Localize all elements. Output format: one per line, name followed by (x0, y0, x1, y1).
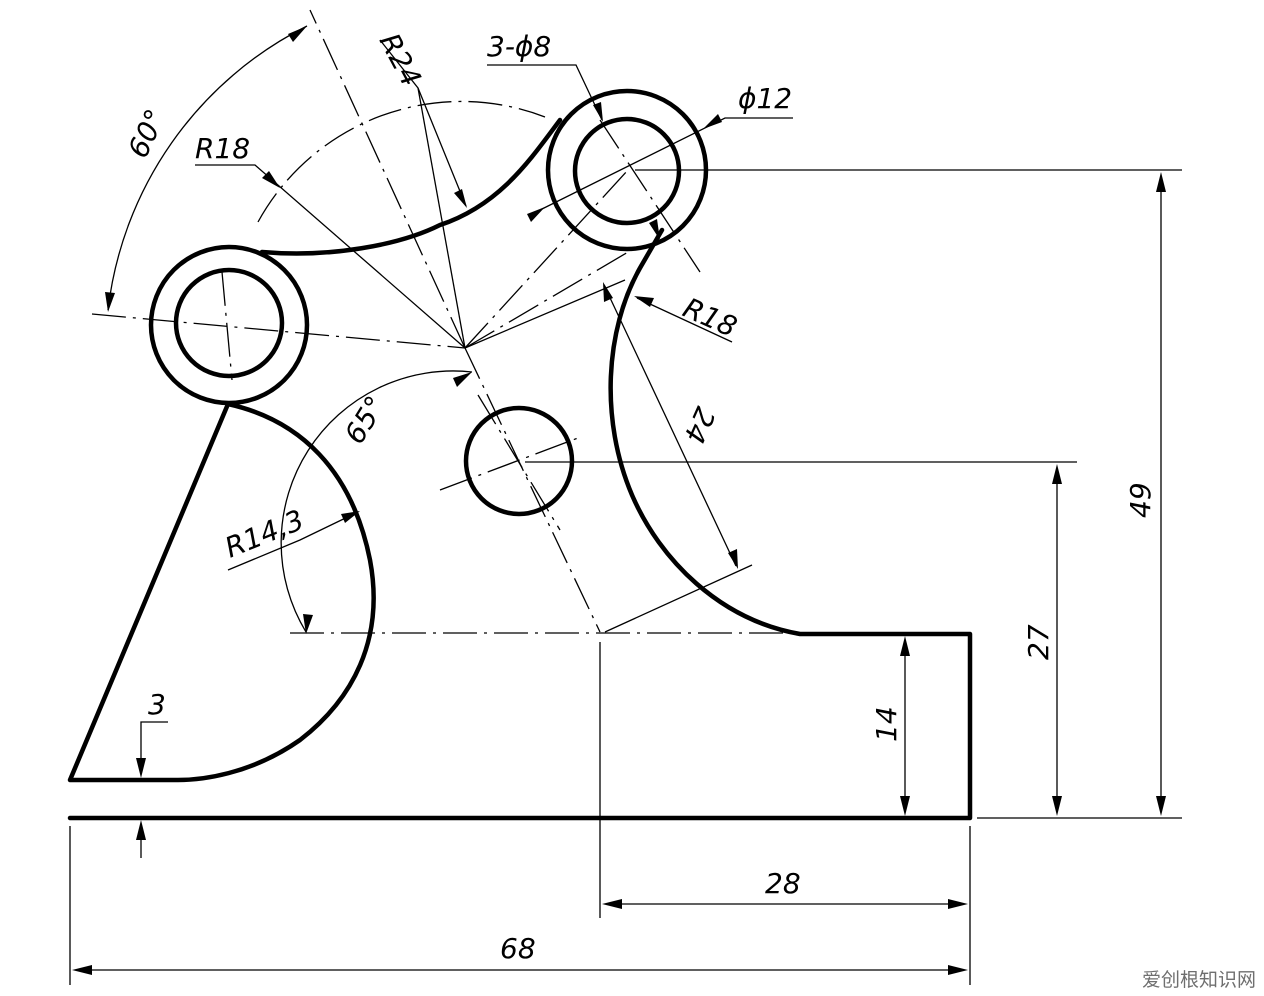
middle-hole-diagonal-center-line (439, 437, 579, 491)
outer-profile (67, 117, 973, 821)
angle-65-arc (280, 370, 473, 633)
dim-14-label: 14 (870, 706, 903, 742)
center-lines (91, 9, 800, 634)
slot-center-line (464, 244, 641, 349)
arrow-28-right (948, 899, 968, 909)
arrow-r18-right (634, 296, 654, 307)
dimension-texts: 60° R24 3-ϕ8 ϕ12 R18 R18 24 65° R14,3 49… (121, 28, 1157, 965)
dim-68-label: 68 (500, 932, 536, 965)
angle-60-arc (107, 25, 308, 311)
dim-r18-upper-label: R18 (195, 132, 250, 165)
arrow-28-left (602, 899, 622, 909)
left-boss-outer-circle (148, 244, 310, 406)
arrowheads (72, 26, 1166, 975)
dim-3-label: 3 (148, 688, 166, 721)
upper-hole-circle (572, 116, 682, 226)
r14-3-leader (227, 511, 359, 571)
part-outline (67, 88, 973, 821)
arrow-3-top (136, 758, 146, 778)
arrow-holes (593, 102, 603, 122)
dim-24-line (603, 284, 737, 567)
upper-hole-vertical-center-line (599, 119, 701, 273)
arrow-d12-outer (703, 114, 722, 129)
arrow-24-top (603, 282, 613, 302)
arrow-68-left (72, 965, 92, 975)
arrow-3-bottom (136, 820, 146, 840)
arrow-60-bottom (105, 292, 115, 312)
arrow-d12-inner (527, 207, 545, 222)
r24-leader-extension (417, 87, 466, 349)
upper-hole-center-line (464, 169, 629, 349)
dimension-lines (69, 25, 1182, 985)
arrow-27-bottom (1052, 796, 1062, 816)
left-hole-circle (173, 267, 285, 379)
radial-65-center-line (464, 347, 601, 633)
holes-leader (487, 64, 603, 121)
arrow-14-top (900, 636, 910, 656)
r18-right-leader (636, 297, 733, 343)
arrow-49-top (1156, 172, 1166, 192)
arrow-upper-hole-radius (649, 219, 660, 240)
dim-49-label: 49 (1124, 482, 1157, 518)
dim-24-extension-top (464, 279, 626, 349)
dim-holes-label: 3-ϕ8 (487, 30, 551, 63)
left-hole-vertical-center-line (221, 271, 233, 381)
d12-leader (539, 117, 793, 211)
dim-24-label: 24 (677, 402, 722, 448)
arrow-27-top (1052, 464, 1062, 484)
radial-60-center-line (309, 9, 466, 349)
left-hole-horizontal-center-line (91, 313, 466, 349)
dim-r18-right-label: R18 (678, 291, 742, 344)
arrow-65-top (453, 372, 472, 387)
arrow-65-bottom (303, 614, 313, 634)
dim-28-label: 28 (765, 867, 801, 900)
dim-r24-label: R24 (373, 28, 428, 92)
dim-27-label: 27 (1022, 624, 1055, 660)
arrow-14-bottom (900, 796, 910, 816)
arrow-60-top (288, 26, 307, 42)
arrow-68-right (948, 965, 968, 975)
r18-upper-leader (195, 164, 466, 349)
dim-angle-65-label: 65° (338, 390, 392, 450)
middle-hole-circle (463, 405, 575, 517)
dim-24-extension-bottom (604, 564, 753, 633)
watermark: 爱创根知识网 (1142, 969, 1256, 991)
arrow-r18-upper (262, 171, 280, 188)
r24-center-arc (257, 100, 546, 223)
arrow-r24 (454, 189, 467, 208)
arrow-49-bottom (1156, 796, 1166, 816)
arrow-24-bottom (728, 549, 738, 569)
dim-d12-label: ϕ12 (738, 82, 792, 115)
arrow-r14-3 (341, 511, 360, 523)
dim-3-leader (140, 721, 168, 772)
